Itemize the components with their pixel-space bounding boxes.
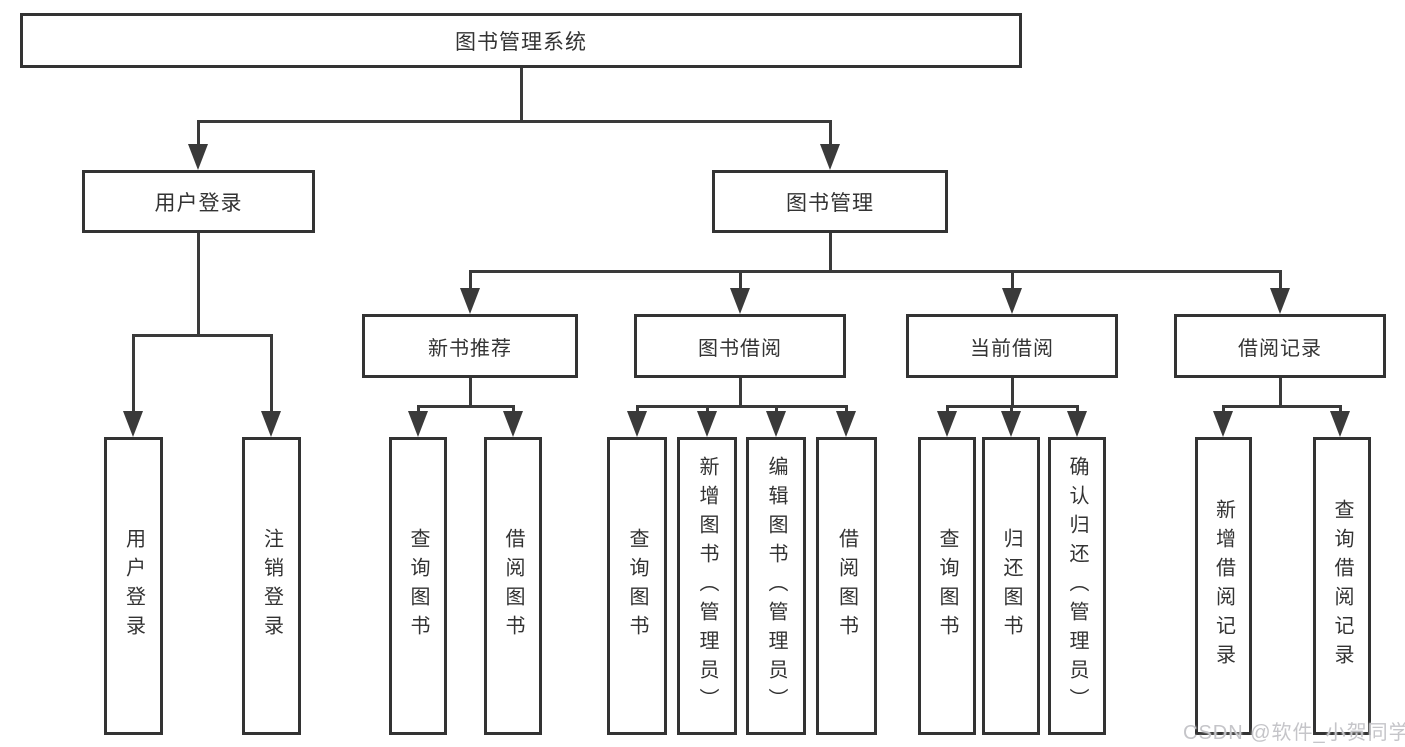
connector-to-new-book <box>469 270 472 292</box>
node-borrow-records: 借阅记录 <box>1174 314 1386 378</box>
arrowhead-new-book <box>460 288 480 314</box>
arrowhead-leaf-logout <box>261 411 281 437</box>
connector-to-leaf-logout <box>270 334 273 413</box>
leaf-add-borrow-record: 新增借阅记录 <box>1195 437 1252 735</box>
connector-stub <box>636 405 639 413</box>
arrowhead-borrow-records <box>1270 288 1290 314</box>
arrowhead-edit-books <box>766 411 786 437</box>
arrowhead-confirm-return <box>1067 411 1087 437</box>
connector-to-book-borrow <box>739 270 742 292</box>
leaf-borrow-books-recommend: 借阅图书 <box>484 437 542 735</box>
node-new-book-recommend: 新书推荐 <box>362 314 578 378</box>
node-book-borrow: 图书借阅 <box>634 314 846 378</box>
connector-stub <box>845 405 848 413</box>
arrowhead-borrow-books-1 <box>503 411 523 437</box>
arrowhead-add-books <box>697 411 717 437</box>
connector-borrow-records-stem <box>1279 378 1282 408</box>
connector-book-borrow-bar <box>636 405 847 408</box>
connector-user-login-stem <box>197 233 200 336</box>
arrowhead-user-login <box>188 144 208 170</box>
connector-new-book-bar <box>417 405 515 408</box>
connector-stub <box>512 405 515 413</box>
leaf-query-books-current: 查询图书 <box>918 437 976 735</box>
arrowhead-query-borrow-record <box>1330 411 1350 437</box>
arrowhead-borrow-books-2 <box>836 411 856 437</box>
node-book-management-module: 图书管理 <box>712 170 948 233</box>
connector-book-borrow-stem <box>739 378 742 408</box>
connector-stub <box>1076 405 1079 413</box>
arrowhead-leaf-login <box>123 411 143 437</box>
node-user-login-module: 用户登录 <box>82 170 315 233</box>
leaf-user-login: 用户登录 <box>104 437 163 735</box>
connector-to-user-login <box>197 120 200 148</box>
node-root-library-system: 图书管理系统 <box>20 13 1022 68</box>
leaf-query-borrow-record: 查询借阅记录 <box>1313 437 1371 735</box>
leaf-query-books-recommend: 查询图书 <box>389 437 447 735</box>
leaf-add-books-admin: 新增图书（管理员） <box>677 437 737 735</box>
connector-to-current-borrow <box>1011 270 1014 292</box>
arrowhead-book-borrow <box>730 288 750 314</box>
arrowhead-book-management <box>820 144 840 170</box>
connector-stub <box>706 405 709 413</box>
connector-to-borrow-records <box>1279 270 1282 292</box>
leaf-borrow-books: 借阅图书 <box>816 437 877 735</box>
connector-stub <box>775 405 778 413</box>
connector-stub <box>1010 405 1013 413</box>
connector-new-book-stem <box>469 378 472 408</box>
leaf-confirm-return-admin: 确认归还（管理员） <box>1048 437 1106 735</box>
connector-root-bar <box>197 120 831 123</box>
leaf-logout: 注销登录 <box>242 437 301 735</box>
connector-to-leaf-login <box>132 334 135 413</box>
connector-stub <box>1222 405 1225 413</box>
arrowhead-query-books-2 <box>627 411 647 437</box>
connector-stub <box>417 405 420 413</box>
connector-current-borrow-stem <box>1011 378 1014 408</box>
arrowhead-return-books <box>1001 411 1021 437</box>
connector-book-mgmt-bar <box>469 270 1282 273</box>
leaf-edit-books-admin: 编辑图书（管理员） <box>746 437 806 735</box>
csdn-watermark: CSDN @软件_小贺同学 <box>1183 722 1405 744</box>
connector-user-login-bar <box>132 334 273 337</box>
connector-borrow-records-bar <box>1222 405 1342 408</box>
connector-book-mgmt-stem <box>829 233 832 273</box>
connector-to-book-management <box>829 120 832 148</box>
leaf-return-books: 归还图书 <box>982 437 1040 735</box>
connector-stub <box>1339 405 1342 413</box>
arrowhead-query-books-3 <box>937 411 957 437</box>
leaf-query-books-borrow: 查询图书 <box>607 437 667 735</box>
node-current-borrow: 当前借阅 <box>906 314 1118 378</box>
connector-stub <box>946 405 949 413</box>
arrowhead-current-borrow <box>1002 288 1022 314</box>
arrowhead-query-books-1 <box>408 411 428 437</box>
arrowhead-add-borrow-record <box>1213 411 1233 437</box>
connector-root-stem <box>520 68 523 120</box>
